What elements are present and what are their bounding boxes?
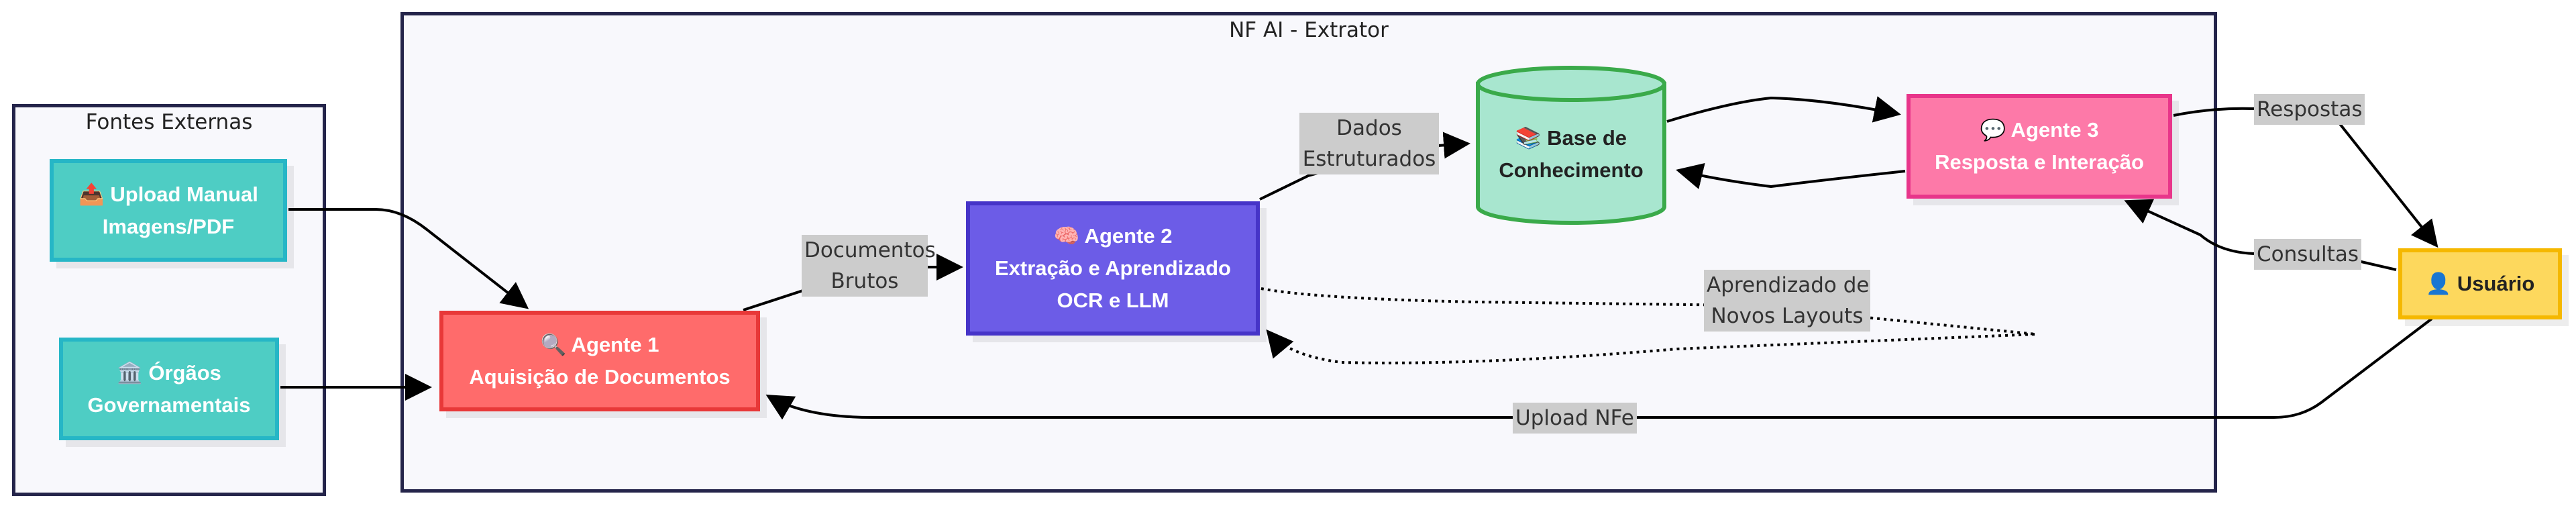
node-usuario-label: 👤 Usuário — [2425, 272, 2535, 295]
node-base-conhecimento[interactable]: 📚 Base de Conhecimento — [1478, 101, 1664, 208]
edge-agente3-to-usuario — [2173, 107, 2438, 248]
node-base-line2: Conhecimento — [1499, 158, 1644, 182]
edge-label-documentos-brutos: Documentos Brutos — [802, 235, 936, 297]
node-agente-2-line1: 🧠 Agente 2 — [1053, 224, 1173, 248]
edge-usuario-to-agente3 — [2124, 199, 2397, 271]
edge-label-consultas-text: Consultas — [2257, 242, 2359, 266]
edge-agente3-to-base — [1676, 163, 1906, 189]
edge-label-aprendizado-line1: Aprendizado de — [1707, 273, 1870, 297]
edge-upload-to-agente1 — [288, 208, 529, 309]
node-agente-3-line1: 💬 Agente 3 — [1980, 118, 2099, 142]
node-usuario[interactable]: 👤 Usuário — [2398, 248, 2562, 319]
node-agente-2[interactable]: 🧠 Agente 2 Extração e Aprendizado OCR e … — [966, 201, 1260, 336]
node-orgaos-line2: Governamentais — [87, 393, 251, 417]
cluster-title-fontes-externas: Fontes Externas — [85, 110, 253, 134]
edge-label-upload-nfe: Upload NFe — [1513, 403, 1637, 434]
node-agente-1-line1: 🔍 Agente 1 — [540, 333, 659, 356]
node-agente-1-line2: Aquisição de Documentos — [469, 365, 731, 389]
node-agente-1[interactable]: 🔍 Agente 1 Aquisição de Documentos — [439, 311, 760, 411]
node-agente-2-line3: OCR e LLM — [1057, 289, 1169, 312]
edge-label-dados-estruturados: Dados Estruturados — [1299, 113, 1439, 174]
node-base-line1: 📚 Base de — [1515, 126, 1627, 150]
edge-label-consultas: Consultas — [2254, 239, 2361, 270]
edge-label-upload-nfe-text: Upload NFe — [1515, 406, 1634, 430]
edge-label-documentos-brutos-line1: Documentos — [804, 238, 936, 262]
edge-label-dados-estruturados-line2: Estruturados — [1302, 147, 1436, 171]
edge-label-respostas-text: Respostas — [2257, 97, 2363, 121]
edge-label-documentos-brutos-line2: Brutos — [830, 269, 899, 293]
node-upload-manual-line1: 📤 Upload Manual — [78, 182, 258, 206]
node-orgaos-governamentais[interactable]: 🏛️ Órgãos Governamentais — [59, 338, 279, 440]
node-upload-manual[interactable]: 📤 Upload Manual Imagens/PDF — [50, 159, 287, 262]
node-upload-manual-line2: Imagens/PDF — [102, 214, 235, 238]
edge-label-dados-estruturados-line1: Dados — [1336, 116, 1402, 140]
cluster-nf-ai-extrator: NF AI - Extrator — [400, 12, 2217, 493]
node-agente-3-line2: Resposta e Interação — [1935, 150, 2144, 174]
cluster-title-nf-ai-extrator: NF AI - Extrator — [1229, 18, 1389, 42]
edge-usuario-to-agente1 — [765, 317, 2433, 420]
node-agente-2-line2: Extração e Aprendizado — [994, 256, 1231, 280]
node-agente-3[interactable]: 💬 Agente 3 Resposta e Interação — [1907, 94, 2172, 199]
edge-base-to-agente3 — [1666, 96, 1901, 123]
node-orgaos-line1: 🏛️ Órgãos — [117, 360, 221, 385]
edge-label-respostas: Respostas — [2254, 94, 2365, 125]
edge-label-aprendizado: Aprendizado de Novos Layouts — [1704, 270, 1870, 332]
edge-label-aprendizado-line2: Novos Layouts — [1711, 304, 1864, 328]
